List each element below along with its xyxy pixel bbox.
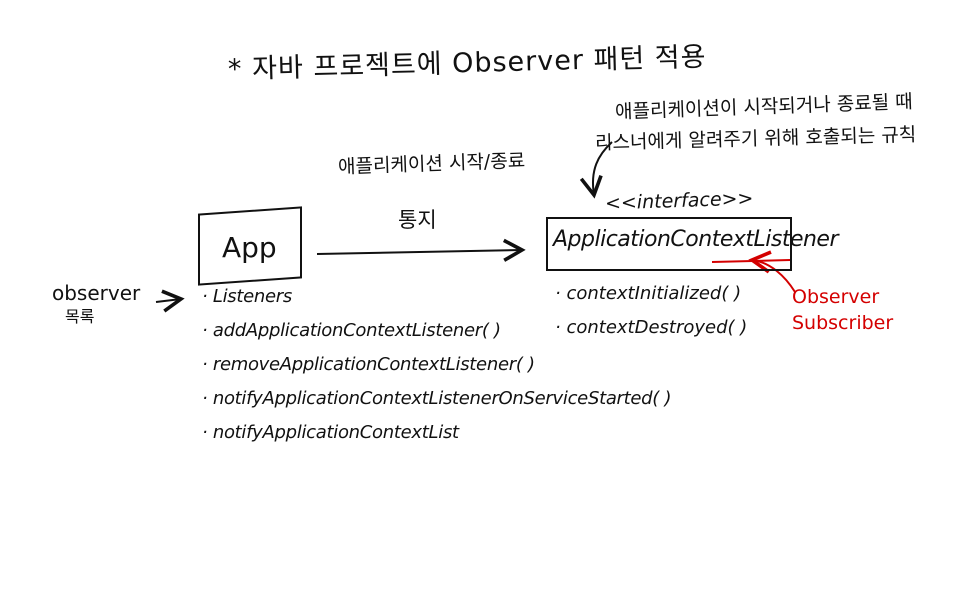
listener-box xyxy=(546,217,792,271)
listener-box-label: ApplicationContextListener xyxy=(553,227,839,252)
app-method-list: · Listeners · addApplicationContextListe… xyxy=(202,286,671,456)
app-box-label: App xyxy=(222,231,277,264)
observer-label: observer xyxy=(52,281,141,305)
observer-label-sub: 목록 xyxy=(65,307,95,326)
app-method-item: · Listeners xyxy=(202,286,292,307)
interface-tag: <<interface>> xyxy=(604,187,754,215)
note-pointer-arrow xyxy=(579,141,613,199)
listener-method-list: · contextInitialized( ) · contextDestroy… xyxy=(555,283,747,351)
app-method-item: · notifyApplicationContextList xyxy=(202,422,459,443)
app-method-item: · notifyApplicationContextListenerOnServ… xyxy=(202,388,672,409)
listener-method-item: · contextInitialized( ) xyxy=(555,283,742,304)
app-method-item: · addApplicationContextListener( ) xyxy=(202,320,501,341)
arrow-label-line-2: 통지 xyxy=(398,208,437,232)
listener-method-item: · contextDestroyed( ) xyxy=(555,317,748,338)
subscriber-label-line-1: Observer xyxy=(792,286,880,308)
observer-list-arrow xyxy=(155,289,185,313)
notify-arrow xyxy=(316,238,526,262)
subscriber-label-line-2: Subscriber xyxy=(792,312,894,334)
app-method-item: · removeApplicationContextListener( ) xyxy=(202,354,535,375)
